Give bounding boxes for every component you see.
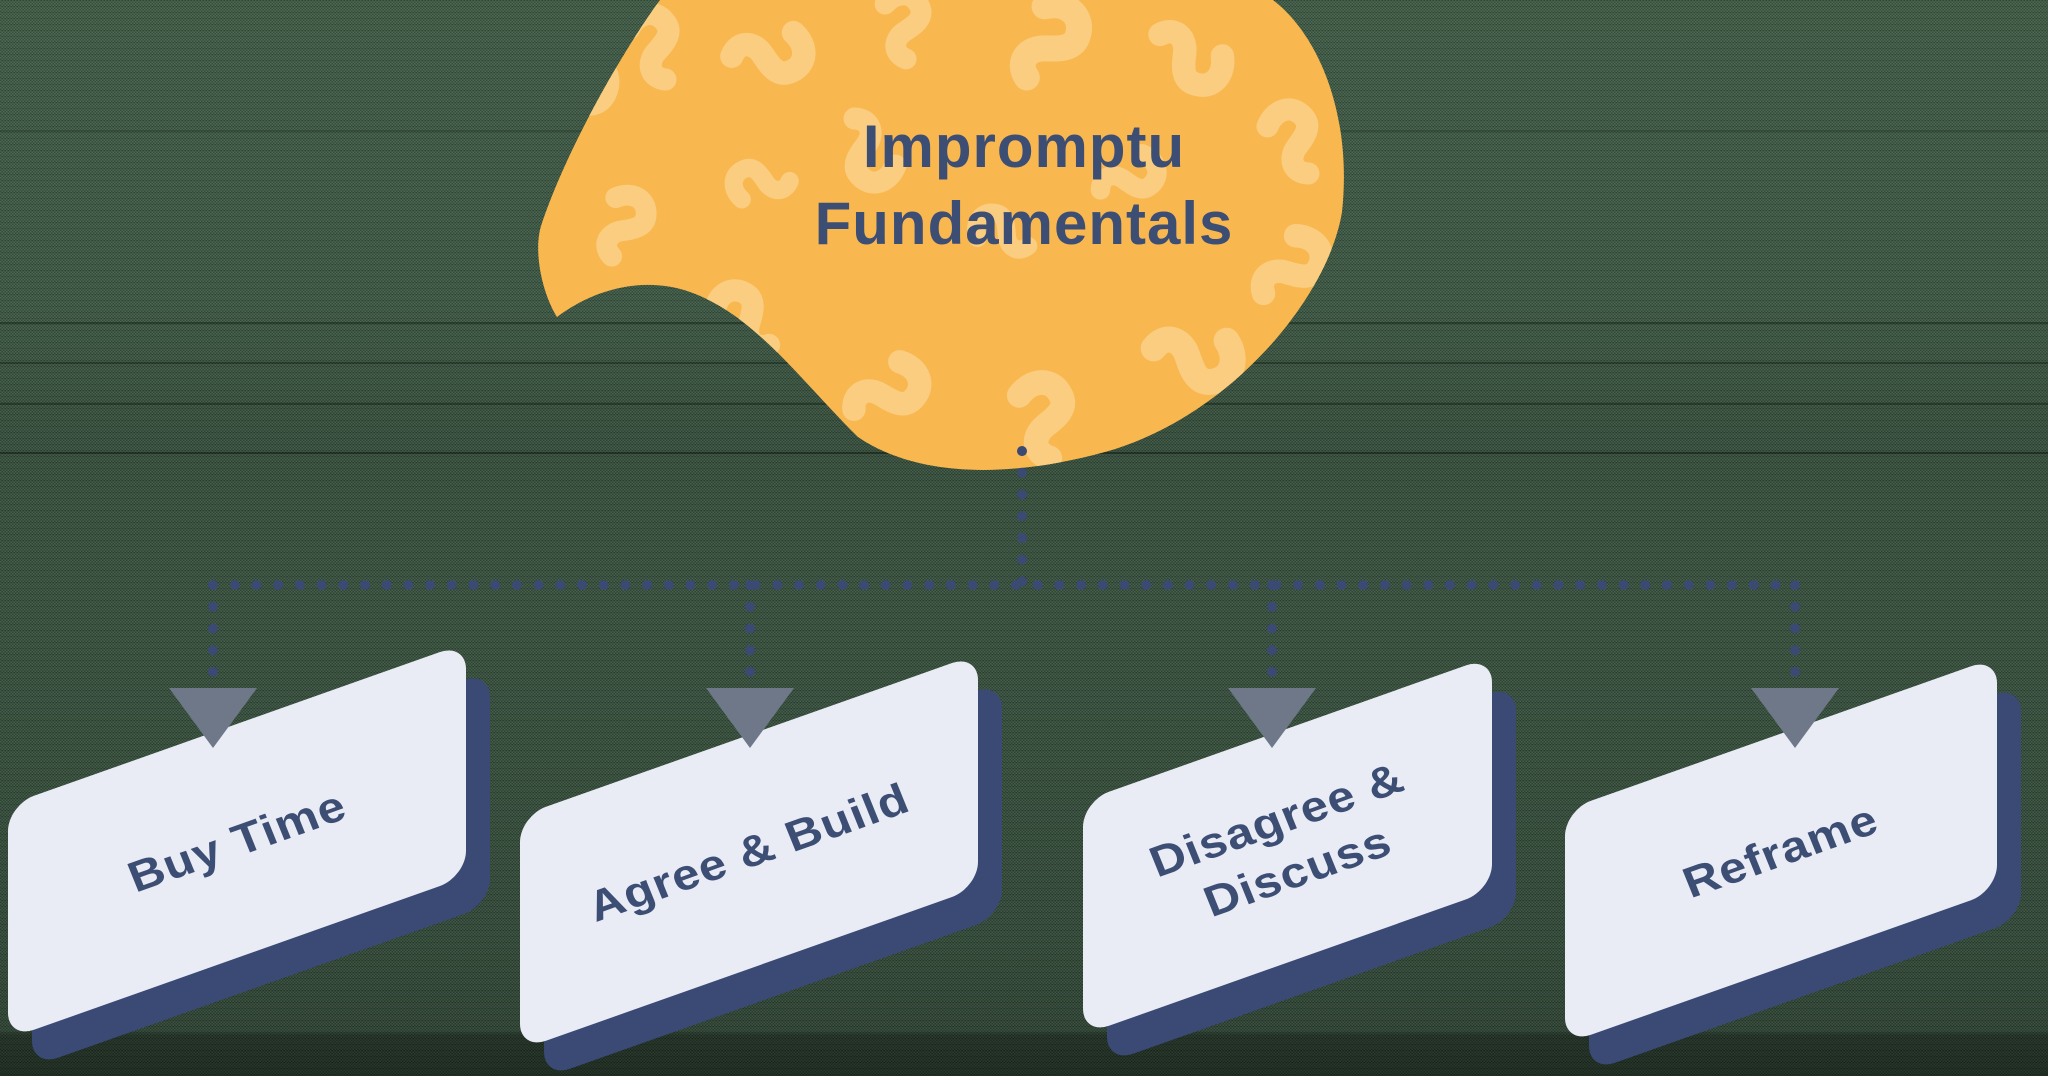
arrow-down-icon <box>1228 688 1316 748</box>
bubble-title-line2: Fundamentals <box>814 190 1234 257</box>
bubble-title-line1: Impromptu <box>862 113 1186 180</box>
bubble-title: Impromptu Fundamentals <box>664 108 1384 262</box>
arrow-down-icon <box>706 688 794 748</box>
arrow-down-icon <box>169 688 257 748</box>
arrow-down-icon <box>1751 688 1839 748</box>
